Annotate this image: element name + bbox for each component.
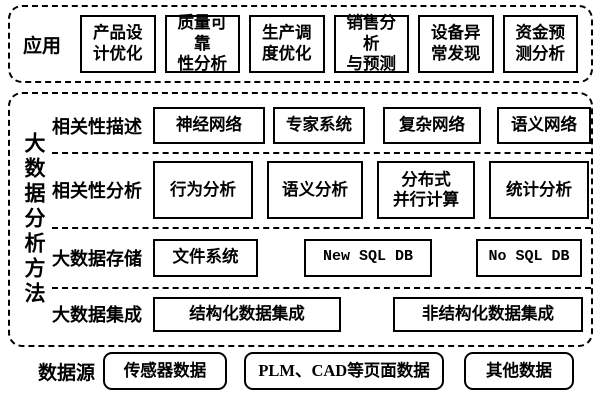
method-box: 统计分析 (489, 161, 589, 220)
methods-rows: 相关性描述 神经网络 专家系统 复杂网络 语义网络 相关性分析 行为分析 语义分… (52, 99, 591, 340)
row-label: 相关性描述 (52, 116, 142, 137)
data-source-label: 数据源 (38, 362, 96, 384)
method-row-big-data-storage: 大数据存储 文件系统 New SQL DB No SQL DB (52, 229, 591, 287)
application-box: 生产调 度优化 (249, 15, 325, 73)
method-box: 结构化数据集成 (153, 296, 341, 332)
method-box: 文件系统 (153, 238, 258, 277)
application-box: 质量可靠 性分析 (164, 13, 241, 73)
method-box: 复杂网络 (383, 107, 481, 145)
data-source-row: 数据源 传感器数据 PLM、CAD等页面数据 其他数据 (0, 350, 600, 392)
application-panel-label: 应用 (23, 35, 62, 57)
application-panel: 应用 产品设 计优化 质量可靠 性分析 生产调 度优化 销售分析 与预测 设备异… (8, 5, 593, 83)
application-box: 设备异 常发现 (418, 15, 494, 73)
method-box: 非结构化数据集成 (393, 296, 583, 332)
method-box: 专家系统 (273, 107, 365, 145)
row-label: 大数据集成 (52, 305, 142, 326)
data-source-box: 其他数据 (464, 352, 575, 390)
method-box: 语义分析 (267, 161, 363, 220)
row-divider (52, 226, 591, 229)
method-row-correlation-analysis: 相关性分析 行为分析 语义分析 分布式 并行计算 统计分析 (52, 154, 591, 226)
method-box: No SQL DB (476, 238, 582, 277)
method-box: New SQL DB (304, 238, 432, 277)
method-row-big-data-integration: 大数据集成 结构化数据集成 非结构化数据集成 (52, 289, 591, 340)
method-box: 分布式 并行计算 (377, 161, 475, 220)
row-label: 大数据存储 (52, 248, 142, 269)
methods-panel-side-label: 大数据分析方法 (22, 132, 46, 307)
method-box: 语义网络 (497, 107, 591, 145)
method-row-correlation-description: 相关性描述 神经网络 专家系统 复杂网络 语义网络 (52, 99, 591, 152)
application-box: 资金预 测分析 (502, 15, 579, 73)
methods-panel: 大数据分析方法 相关性描述 神经网络 专家系统 复杂网络 语义网络 相关性分析 … (8, 92, 593, 347)
method-box: 神经网络 (153, 107, 265, 145)
data-source-box: PLM、CAD等页面数据 (244, 352, 445, 390)
method-box: 行为分析 (153, 161, 253, 220)
data-source-box: 传感器数据 (103, 352, 228, 390)
row-divider (52, 286, 591, 289)
row-label: 相关性分析 (52, 181, 142, 202)
row-divider (52, 152, 591, 155)
application-box: 产品设 计优化 (80, 15, 156, 73)
application-box: 销售分析 与预测 (333, 13, 410, 73)
